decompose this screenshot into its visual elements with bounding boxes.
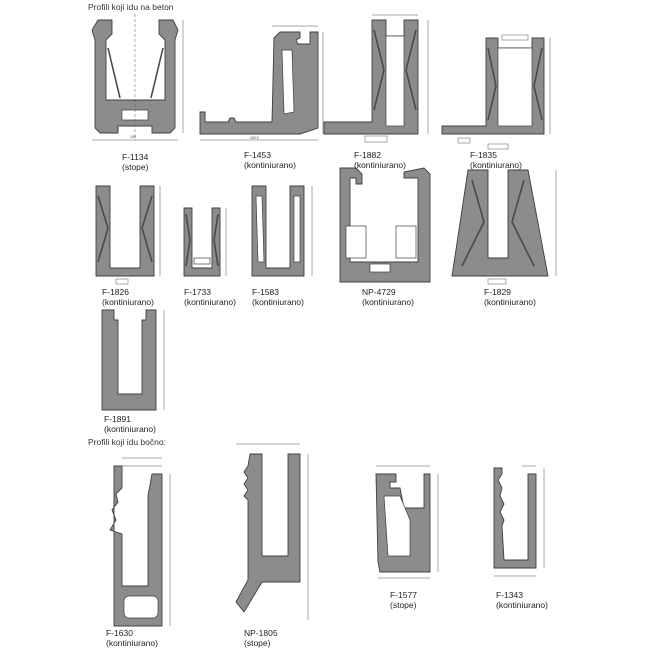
profile-drawing-f-1826 [95,185,161,285]
profile-mount: (kontiniurano) [252,297,304,307]
profile-label-np-4729: NP-4729 (kontiniurano) [362,287,414,307]
profile-mount: (kontiniurano) [244,160,296,170]
profile-drawing-np-4729 [339,167,431,283]
profile-code: NP-1805 [244,628,278,638]
profile-label-f-1891: F-1891 (kontiniurano) [104,414,156,434]
profile-code: F-1826 [102,287,129,297]
svg-text:100: 100 [130,135,136,139]
profile-label-f-1826: F-1826 (kontiniurano) [102,287,154,307]
profile-code: NP-4729 [362,287,396,297]
profile-mount: (kontiniurano) [104,424,156,434]
profile-drawing-f-1583 [251,185,313,277]
profile-code: F-1891 [104,414,131,424]
profile-code: F-1343 [496,590,523,600]
profile-drawing-f-1577 [375,465,439,579]
profile-mount: (stope) [390,600,417,610]
profile-code: F-1577 [390,590,417,600]
profile-mount: (kontiniurano) [362,297,414,307]
profile-label-f-1577: F-1577 (stope) [390,590,417,610]
profile-drawing-f-1630 [109,457,171,627]
profile-label-np-1805: NP-1805 (stope) [244,628,278,648]
profile-mount: (stope) [122,162,149,172]
profile-drawing-f-1882 [323,14,429,143]
profile-code: F-1829 [484,287,511,297]
profile-label-f-1733: F-1733 (kontiniurano) [184,287,236,307]
profile-mount: (kontiniurano) [106,638,158,648]
profile-mount: (kontiniurano) [484,297,536,307]
profile-drawing-f-1835 [441,34,551,150]
profile-drawing-f-1891 [101,309,165,411]
profile-label-f-1882: F-1882 (kontiniurano) [354,150,406,170]
section-title-concrete: Profili koji idu na beton [88,2,174,12]
profile-label-f-1343: F-1343 (kontiniurano) [496,590,548,610]
profile-code: F-1882 [354,150,381,160]
profile-code: F-1453 [244,150,271,160]
profile-label-f-1583: F-1583 (kontiniurano) [252,287,304,307]
profile-drawing-f-1829 [451,169,557,285]
profile-mount: (kontiniurano) [102,297,154,307]
profile-code: F-1583 [252,287,279,297]
profile-drawing-f-1343 [493,465,545,577]
profile-mount: (kontiniurano) [470,160,522,170]
profile-drawing-np-1805 [235,443,309,620]
section-title-side: Profili koji idu bočno: [88,437,166,447]
profile-label-f-1630: F-1630 (kontiniurano) [106,628,158,648]
profile-drawing-f-1733 [183,207,227,277]
profile-code: F-1835 [470,150,497,160]
profile-mount: (kontiniurano) [354,160,406,170]
profile-mount: (kontiniurano) [496,600,548,610]
profile-label-f-1134: F-1134 (stope) [122,152,148,172]
profile-label-f-1453: F-1453 (kontiniurano) [244,150,296,170]
profile-code: F-1134 [122,152,149,162]
profile-code: F-1630 [106,628,133,638]
profile-code: F-1733 [184,287,211,297]
profile-drawing-f-1453: 150.5 [199,25,324,141]
profile-label-f-1835: F-1835 (kontiniurano) [470,150,522,170]
profile-mount: (stope) [244,638,271,648]
svg-text:150.5: 150.5 [250,136,259,140]
profile-drawing-f-1134: 100 [91,14,184,141]
profile-mount: (kontiniurano) [184,297,236,307]
profile-label-f-1829: F-1829 (kontiniurano) [484,287,536,307]
